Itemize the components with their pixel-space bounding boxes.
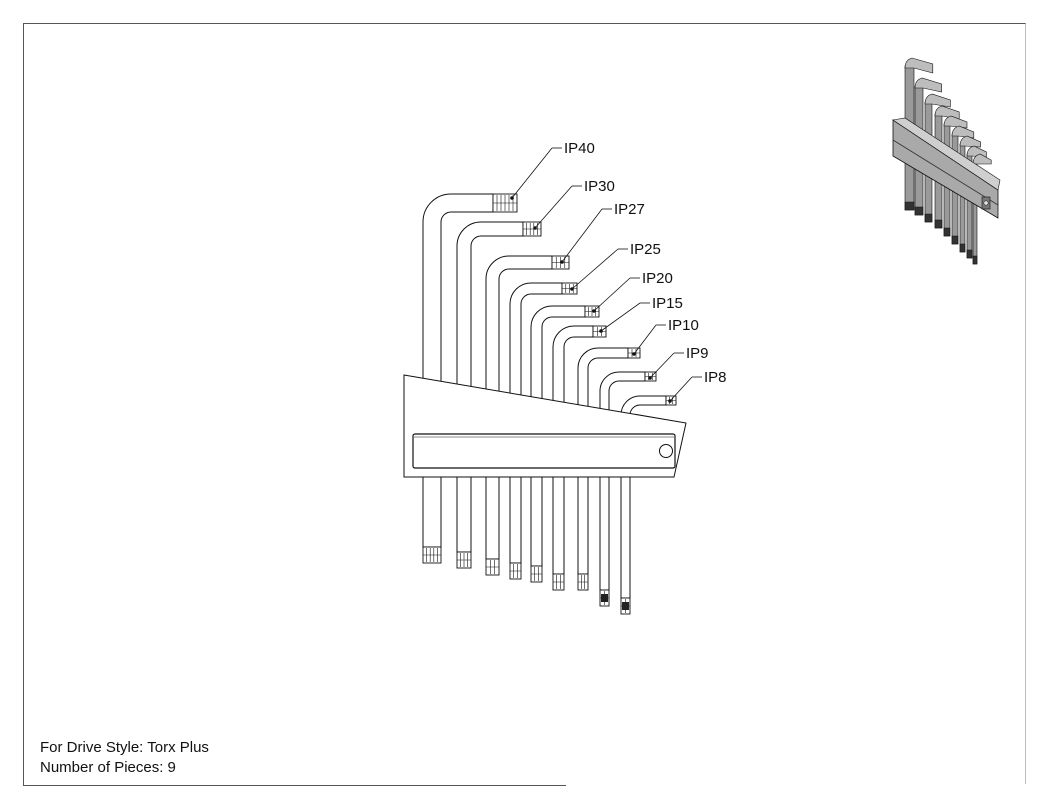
long-arm-tip [577,573,589,591]
long-arm-tip [422,546,442,564]
size-label: IP15 [652,295,683,312]
size-callout-ip27: IP27 [560,201,645,264]
long-arm-tip [552,573,565,591]
thumb-key [966,145,987,259]
thumb-key [972,153,992,265]
size-callout-ip15: IP15 [599,295,683,333]
long-arm-tip [530,565,543,583]
size-label: IP30 [584,178,615,195]
size-callout-ip20: IP20 [592,270,673,313]
size-callout-ip25: IP25 [570,241,661,291]
short-arm-tip [584,305,600,318]
size-callout-ip8: IP8 [668,369,727,403]
drawing-sheet-border [23,23,1026,786]
holder-hole-icon [659,444,673,458]
size-label: IP40 [564,140,595,157]
holder-layer [403,374,687,478]
border-gap [566,784,1036,788]
long-arm-tip [456,551,472,569]
size-label: IP8 [704,369,727,386]
long-arm-tip [509,562,522,580]
size-callout-ip40: IP40 [510,140,595,200]
size-label: IP20 [642,270,673,287]
size-label: IP10 [668,317,699,334]
pieces-note: Number of Pieces: 9 [40,759,176,776]
size-callout-ip30: IP30 [533,178,615,230]
long-arm-tip [485,558,500,576]
holder-label-slot [412,433,676,469]
size-label: IP27 [614,201,645,218]
short-arm-tip [522,221,542,237]
size-label: IP9 [686,345,709,362]
drive-style-note: For Drive Style: Torx Plus [40,739,209,756]
size-callout-ip9: IP9 [648,345,709,380]
size-callout-ip10: IP10 [632,317,699,356]
long-arm-tip [599,589,610,607]
key-set-isometric-icon [892,57,1001,265]
long-arm-tip [620,597,631,615]
size-label: IP25 [630,241,661,258]
short-arm-tip [561,282,578,295]
